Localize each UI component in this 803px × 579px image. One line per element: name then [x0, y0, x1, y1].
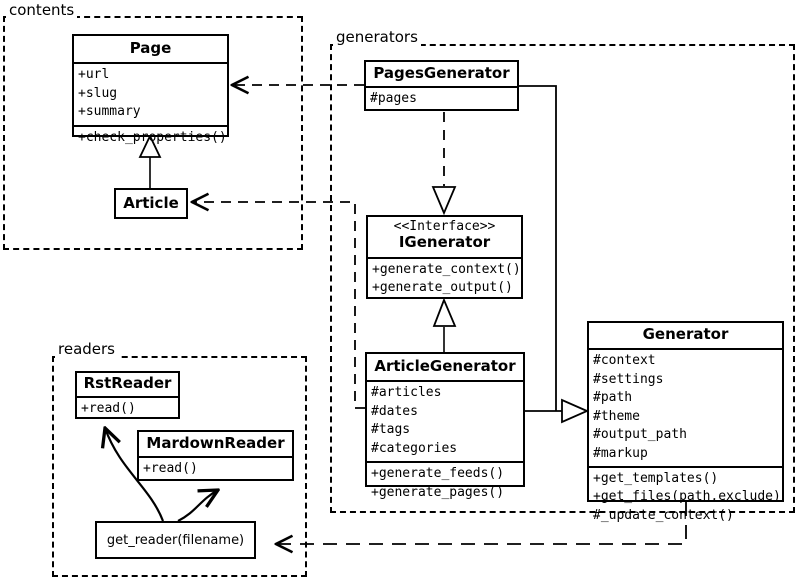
class-pagesgenerator-title: PagesGenerator [373, 64, 510, 82]
attribute: #context [593, 353, 656, 369]
class-generator[interactable]: Generator #context #settings #path #them… [587, 321, 784, 523]
attribute: #markup [593, 445, 648, 461]
class-igenerator-stereotype: <<Interface>> [393, 219, 496, 234]
package-label-readers: readers [55, 340, 118, 358]
package-label-generators: generators [333, 28, 421, 46]
package-contents [3, 16, 303, 250]
function-box-get-reader[interactable]: get_reader(filename) [95, 521, 256, 559]
class-articlegenerator-attributes: #articles #dates #tags #categories [367, 380, 523, 461]
class-page-attributes: +url +slug +summary [74, 62, 227, 124]
method: +generate_context() [372, 261, 521, 277]
class-mardownreader[interactable]: MardownReader +read() [137, 430, 294, 481]
class-articlegenerator[interactable]: ArticleGenerator #articles #dates #tags … [365, 352, 525, 500]
method: #_update_context() [593, 507, 734, 523]
class-generator-methods: +get_templates() +get_files(path,exclude… [589, 465, 782, 528]
class-article[interactable]: Article [114, 188, 188, 219]
method: +get_templates() [593, 470, 719, 486]
class-pagesgenerator[interactable]: PagesGenerator #pages [364, 60, 519, 111]
attribute: #path [593, 390, 633, 406]
class-igenerator-title: IGenerator [398, 233, 491, 252]
class-article-title: Article [123, 193, 179, 212]
class-page-methods: +check_properties() [74, 124, 227, 150]
method: +get_files(path,exclude) [593, 489, 781, 505]
method: +check_properties() [78, 129, 227, 145]
method: +generate_output() [372, 280, 513, 295]
class-mardownreader-title: MardownReader [146, 434, 285, 452]
attribute: +summary [78, 104, 141, 120]
class-rstreader-title: RstReader [83, 374, 172, 392]
class-generator-attributes: #context #settings #path #theme #output_… [589, 348, 782, 466]
attribute: #pages [370, 91, 417, 107]
attribute: +slug [78, 85, 118, 101]
method: +generate_feeds() [371, 466, 505, 482]
class-page[interactable]: Page +url +slug +summary +check_properti… [72, 34, 229, 145]
attribute: #theme [593, 408, 640, 424]
attribute: #articles [371, 385, 442, 401]
attribute: #tags [371, 422, 411, 438]
attribute: #dates [371, 403, 418, 419]
class-igenerator-methods: +generate_context() +generate_output() [368, 256, 521, 301]
class-articlegenerator-methods: +generate_feeds() +generate_pages() [367, 461, 523, 505]
method: +generate_pages() [371, 484, 505, 500]
package-label-contents: contents [6, 1, 78, 19]
attribute: #categories [371, 440, 458, 456]
class-rstreader[interactable]: RstReader +read() [75, 371, 180, 419]
method: +read() [81, 401, 136, 417]
class-rstreader-methods: +read() [77, 396, 178, 421]
attribute: #output_path [593, 427, 687, 443]
attribute: #settings [593, 371, 664, 387]
method: +read() [143, 461, 198, 477]
class-articlegenerator-title: ArticleGenerator [374, 357, 516, 375]
function-box-label: get_reader(filename) [106, 532, 245, 548]
attribute: +url [78, 67, 110, 83]
class-mardownreader-methods: +read() [139, 456, 292, 481]
class-page-title: Page [129, 39, 172, 57]
package-readers [52, 356, 307, 577]
class-igenerator[interactable]: <<Interface>> IGenerator +generate_conte… [366, 215, 523, 299]
class-generator-title: Generator [642, 325, 729, 343]
class-pagesgenerator-attributes: #pages [366, 86, 517, 111]
